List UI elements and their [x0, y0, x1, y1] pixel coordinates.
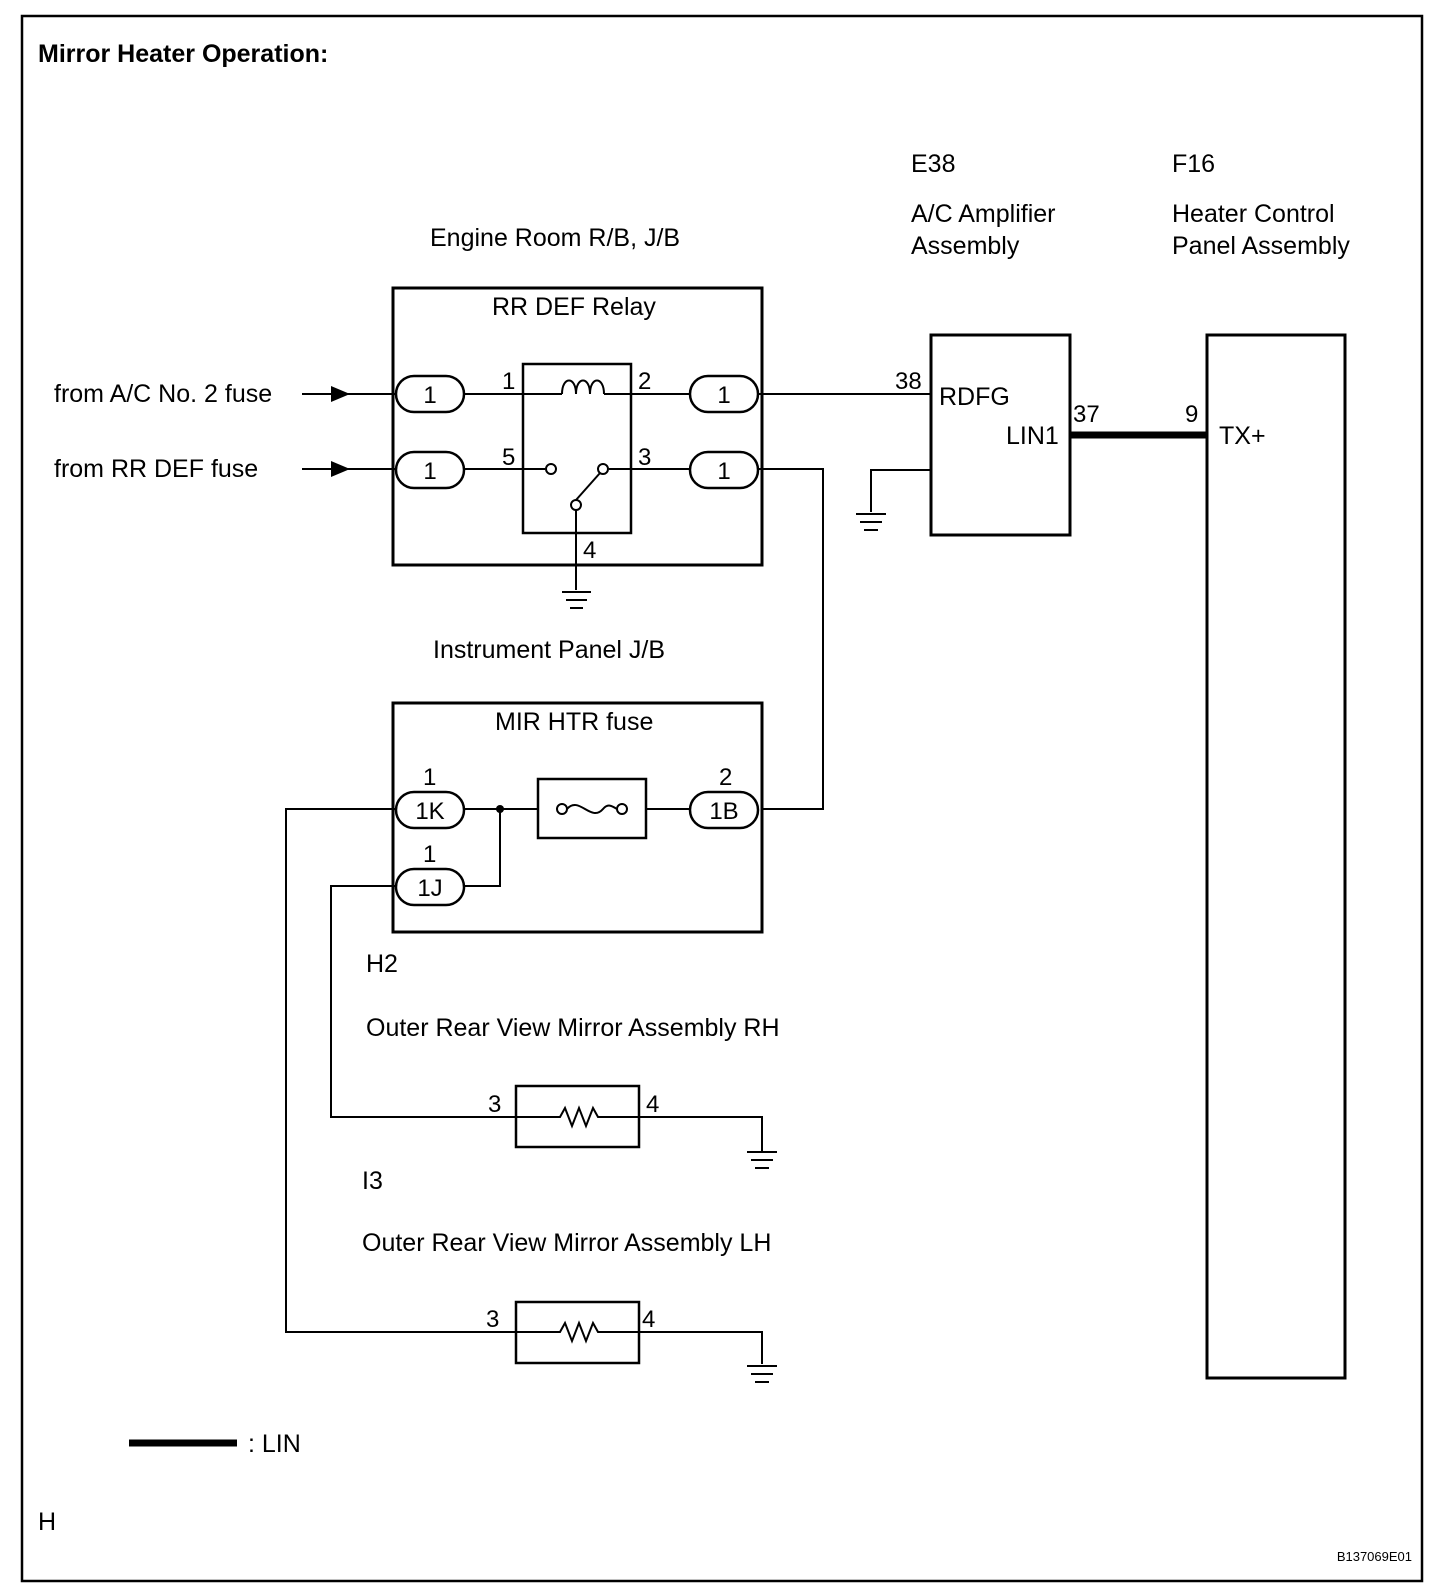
amplifier-pin-38: 38 — [895, 368, 922, 395]
amplifier-box — [929, 333, 1072, 537]
amplifier-name-line1: A/C Amplifier — [911, 200, 1055, 228]
engine-room-label: Engine Room R/B, J/B — [430, 224, 680, 252]
conn-1j-pin: 1 — [423, 841, 436, 868]
amplifier-ground-icon — [856, 513, 886, 531]
relay-ground-icon — [562, 591, 591, 609]
mir-htr-fuse-label: MIR HTR fuse — [495, 708, 653, 736]
amplifier-terminal-lin1: LIN1 — [1006, 422, 1059, 450]
connector-right-bottom-label: 1 — [717, 458, 730, 485]
rr-def-fuse-arrow-icon — [331, 461, 350, 477]
amplifier-ground-wire — [870, 469, 931, 512]
connector-1j-label: 1J — [417, 875, 442, 902]
mirror-rh-ground-icon — [747, 1151, 777, 1169]
amplifier-code: E38 — [911, 150, 955, 178]
footer-figure-id: B137069E01 — [1337, 1549, 1412, 1564]
wire-1j-to-mirror-rh — [330, 885, 516, 1118]
relay-switch-icon — [523, 463, 631, 590]
connector-1k-label: 1K — [415, 798, 444, 825]
mirror-rh-resistor-icon — [516, 1105, 639, 1129]
mirror-lh-code: I3 — [362, 1167, 383, 1195]
wire-relay-to-mir-fuse — [758, 468, 824, 810]
connector-left-top-label: 1 — [423, 382, 436, 409]
mirror-rh-ground-wire — [639, 1116, 763, 1151]
heater-panel-name-line1: Heater Control — [1172, 200, 1335, 228]
mirror-lh-name: Outer Rear View Mirror Assembly LH — [362, 1229, 771, 1257]
mirror-lh-ground-icon — [747, 1365, 777, 1383]
connector-right-top-label: 1 — [717, 382, 730, 409]
wire-1k-to-mirror-lh — [285, 808, 516, 1333]
heater-panel-terminal-tx: TX+ — [1219, 422, 1266, 450]
footer-left-code: H — [38, 1508, 56, 1536]
instrument-panel-label: Instrument Panel J/B — [433, 636, 665, 664]
mirror-rh-pin-4: 4 — [646, 1091, 659, 1118]
diagram-title: Mirror Heater Operation: — [38, 40, 328, 68]
fuse-icon — [556, 803, 628, 815]
ac-fuse-input-label: from A/C No. 2 fuse — [54, 380, 272, 408]
ac-fuse-arrow-icon — [331, 386, 350, 402]
mirror-rh-code: H2 — [366, 950, 398, 978]
heater-panel-name-line2: Panel Assembly — [1172, 232, 1350, 260]
mirror-lh-pin-4: 4 — [642, 1306, 655, 1333]
mirror-lh-pin-3: 3 — [486, 1306, 499, 1333]
mirror-rh-pin-3: 3 — [488, 1091, 501, 1118]
relay-pin-2: 2 — [638, 368, 651, 395]
diagram-frame — [20, 14, 1424, 1583]
mirror-lh-resistor-icon — [516, 1320, 639, 1344]
legend-lin-label: : LIN — [248, 1430, 301, 1458]
relay-pin-1: 1 — [502, 368, 515, 395]
heater-panel-code: F16 — [1172, 150, 1215, 178]
mir-htr-fuse-body — [536, 777, 648, 840]
heater-panel-pin-9: 9 — [1185, 401, 1198, 428]
mirror-rh-name: Outer Rear View Mirror Assembly RH — [366, 1014, 780, 1042]
connector-left-bottom-label: 1 — [423, 458, 436, 485]
amplifier-pin-37: 37 — [1073, 401, 1100, 428]
relay-pin-5: 5 — [502, 444, 515, 471]
rr-def-fuse-input-label: from RR DEF fuse — [54, 455, 258, 483]
relay-coil-icon — [523, 379, 631, 395]
amplifier-name-line2: Assembly — [911, 232, 1020, 260]
amplifier-terminal-rdfg: RDFG — [939, 383, 1010, 411]
wire-junction-to-1j — [464, 809, 501, 887]
mirror-lh-ground-wire — [639, 1331, 763, 1364]
connector-1b-label: 1B — [709, 798, 738, 825]
conn-1b-pin: 2 — [719, 764, 732, 791]
conn-1k-pin: 1 — [423, 764, 436, 791]
relay-label: RR DEF Relay — [492, 293, 656, 321]
relay-pin-4: 4 — [583, 537, 596, 564]
relay-pin-3: 3 — [638, 444, 651, 471]
heater-panel-box — [1205, 333, 1347, 1380]
